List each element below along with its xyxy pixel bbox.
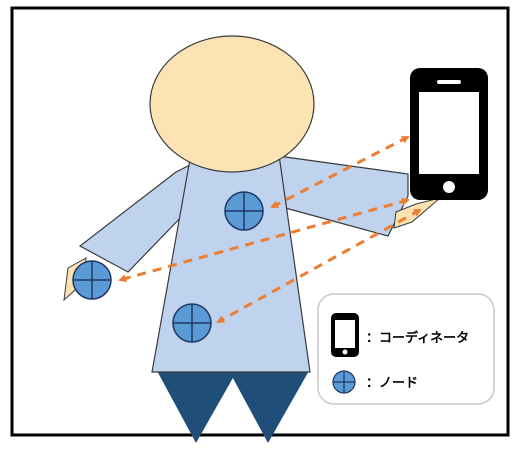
- signal-arrows: [118, 135, 422, 324]
- legend-node-label: ：ノード: [366, 376, 418, 391]
- right-leg: [228, 369, 310, 443]
- smartphone-icon: [331, 313, 359, 357]
- head: [149, 35, 315, 173]
- node-waist: [172, 303, 212, 343]
- node-hand: [72, 260, 112, 300]
- left-leg: [156, 369, 238, 443]
- legend-box: [317, 293, 495, 405]
- legend: ：コーディネータ ：ノード: [317, 293, 495, 405]
- legend-coordinator-label: ：コーディネータ: [366, 330, 469, 346]
- node-chest: [224, 191, 264, 231]
- crosshair-circle-icon: [332, 370, 356, 394]
- coordinator-phone: [410, 68, 488, 200]
- arrow-to-waist-node: [216, 208, 422, 324]
